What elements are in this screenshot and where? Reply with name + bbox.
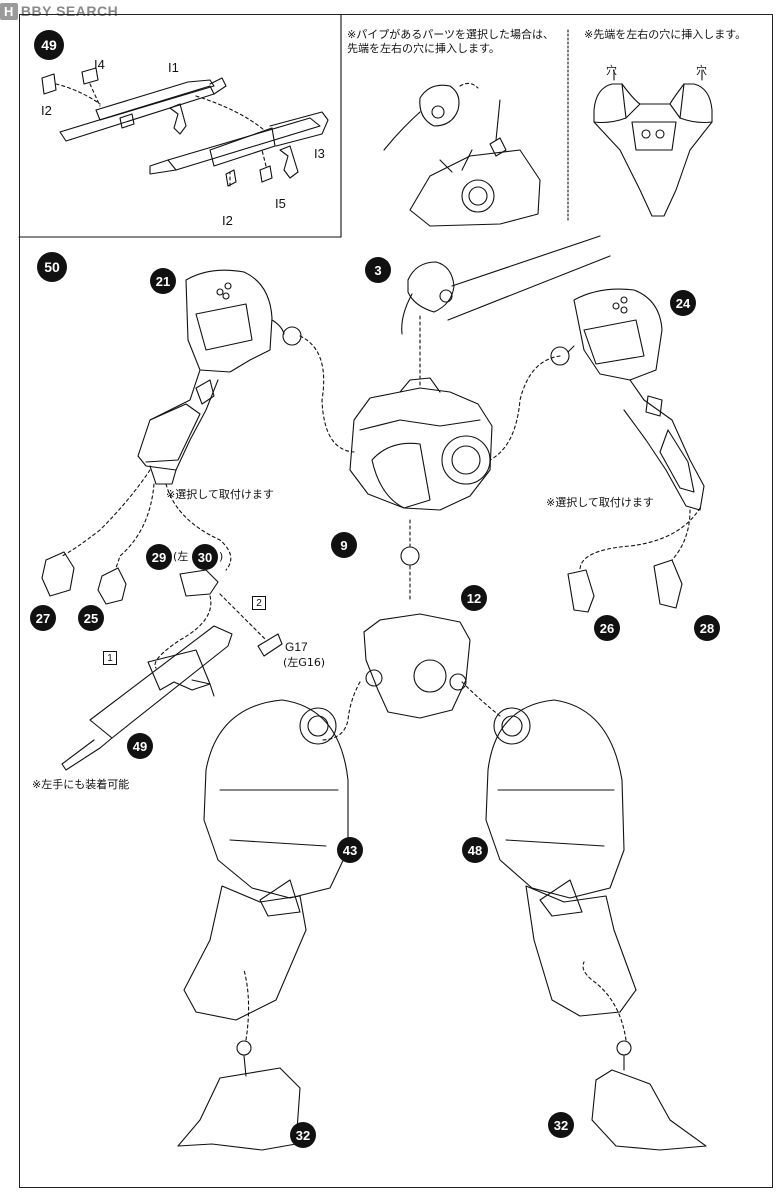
- part-label-i5: I5: [275, 196, 286, 211]
- sequence-box-2: 2: [252, 596, 266, 610]
- part-badge-27: 27: [30, 605, 56, 631]
- page-frame: [19, 14, 773, 1188]
- part-label-g17: G17: [285, 640, 308, 654]
- watermark-text: BBY SEARCH: [20, 3, 119, 19]
- note-pipe-part-insert: ※パイプがあるパーツを選択した場合は、 先端を左右の穴に挿入します。: [347, 28, 554, 55]
- part-badge-9: 9: [331, 532, 357, 558]
- part-label-i1: I1: [168, 60, 179, 75]
- hands-and-weapon-drawing: [41, 551, 683, 771]
- part-label-g16-left: (左G16): [283, 656, 326, 669]
- left-side-prefix: (左: [173, 550, 189, 563]
- head-front-detail-drawing: [593, 69, 713, 217]
- left-leg-drawing: [177, 699, 349, 1151]
- part-badge-43: 43: [337, 837, 363, 863]
- part-badge-24: 24: [670, 290, 696, 316]
- watermark-logo: H BBY SEARCH: [0, 0, 118, 22]
- step49-panel-dividers: [18, 14, 569, 238]
- step49-number-badge: 49: [34, 30, 64, 60]
- watermark-prefix: H: [0, 2, 18, 20]
- note-select-attach-right: ※選択して取付けます: [546, 496, 654, 509]
- left-side-suffix: ): [219, 550, 224, 563]
- sequence-box-1: 1: [103, 651, 117, 665]
- part-badge-49: 49: [127, 733, 153, 759]
- part-badge-29: 29: [146, 544, 172, 570]
- part-badge-26: 26: [594, 615, 620, 641]
- step50-number-badge: 50: [37, 252, 67, 282]
- hole-label-right: 穴: [696, 64, 707, 77]
- part-badge-28: 28: [694, 615, 720, 641]
- right-arm-drawing: [550, 288, 705, 511]
- part-badge-25: 25: [78, 605, 104, 631]
- note-insert-tip: ※先端を左右の穴に挿入します。: [584, 28, 747, 41]
- part-badge-3: 3: [365, 257, 391, 283]
- part-label-i3: I3: [314, 146, 325, 161]
- note-select-attach-left: ※選択して取付けます: [166, 488, 274, 501]
- bazooka-assembly-drawing: [41, 67, 329, 187]
- head-pipe-detail-drawing: [383, 82, 541, 227]
- part-label-i2-top: I2: [41, 103, 52, 118]
- left-arm-drawing: [137, 269, 302, 485]
- part-label-i4: I4: [94, 57, 105, 72]
- part-badge-32-right: 32: [548, 1112, 574, 1138]
- part-badge-32-left: 32: [290, 1122, 316, 1148]
- head-and-torso-drawing: [349, 235, 611, 719]
- part-badge-21: 21: [150, 268, 176, 294]
- assembly-guide-lines: [61, 335, 701, 1041]
- part-badge-12: 12: [461, 585, 487, 611]
- note-left-hand-compatible: ※左手にも装着可能: [32, 778, 130, 791]
- part-label-i2-bottom: I2: [222, 213, 233, 228]
- part-badge-48: 48: [462, 837, 488, 863]
- hole-label-left: 穴: [606, 64, 617, 77]
- right-leg-drawing: [485, 699, 707, 1151]
- part-badge-30: 30: [192, 544, 218, 570]
